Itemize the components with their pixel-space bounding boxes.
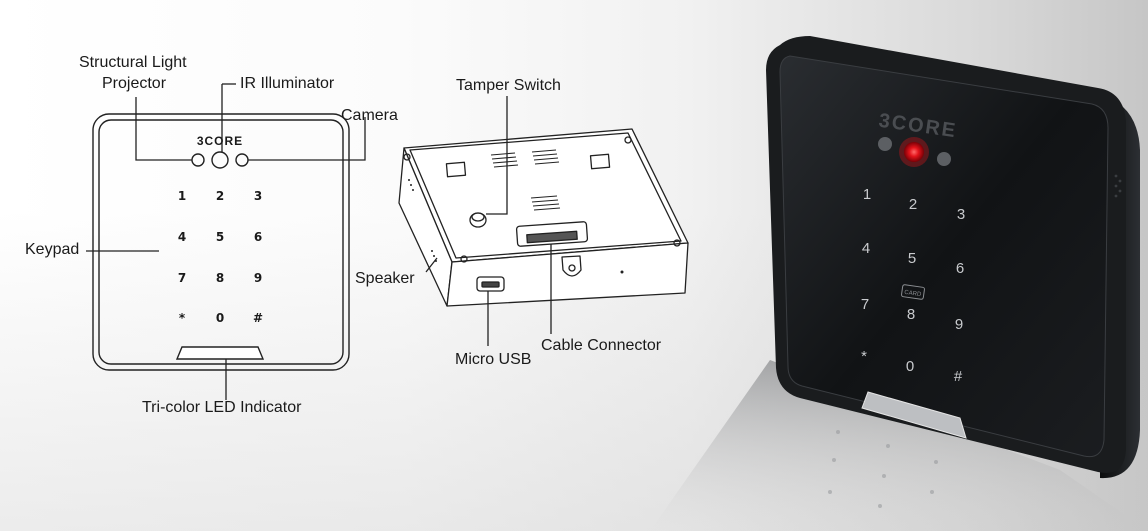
front-key: *	[179, 311, 186, 325]
front-key: 3	[254, 189, 262, 203]
label-cable-connector: Cable Connector	[541, 337, 662, 354]
front-brand-logo: 3CORE	[197, 134, 243, 148]
front-key: 7	[178, 271, 186, 285]
photo-key: 5	[908, 250, 916, 267]
front-key: 0	[216, 311, 224, 325]
photo-key: 0	[906, 358, 914, 375]
photo-key: *	[861, 348, 867, 365]
front-key: #	[253, 311, 263, 325]
label-camera: Camera	[341, 107, 398, 124]
photo-key: 9	[955, 316, 963, 333]
photo-key: 4	[862, 240, 870, 257]
front-key: 1	[178, 189, 186, 203]
photo-key: 6	[956, 260, 964, 277]
back-device-drawing	[398, 128, 689, 307]
front-key: 4	[178, 230, 186, 244]
front-key: 9	[254, 271, 262, 285]
photo-key: 7	[861, 296, 869, 313]
photo-keypad: 1 2 3 4 5 6 7 8 9 * 0 #	[861, 186, 965, 385]
photo-key: 8	[907, 306, 915, 323]
photo-key: #	[954, 368, 963, 385]
front-keypad: 1 2 3 4 5 6 7 8 9 * 0 #	[178, 189, 263, 325]
photo-key: 3	[957, 206, 965, 223]
front-key: 8	[216, 271, 224, 285]
floor-reflection	[650, 360, 1148, 531]
photo-key: 2	[909, 196, 917, 213]
front-callout-lines	[86, 83, 366, 400]
label-projector: Projector	[102, 75, 167, 92]
product-photo	[650, 36, 1148, 531]
front-key: 2	[216, 189, 224, 203]
front-key: 5	[216, 230, 224, 244]
back-callout-lines	[425, 96, 552, 346]
front-key: 6	[254, 230, 262, 244]
label-tri-color-led: Tri-color LED Indicator	[142, 399, 302, 416]
card-icon: CARD	[901, 284, 925, 300]
label-ir-illuminator: IR Illuminator	[240, 75, 335, 92]
label-tamper-switch: Tamper Switch	[456, 77, 561, 94]
label-micro-usb: Micro USB	[455, 351, 532, 368]
label-keypad: Keypad	[25, 241, 80, 258]
label-speaker: Speaker	[355, 270, 415, 287]
photo-key: 1	[863, 186, 871, 203]
card-icon-label: CARD	[904, 290, 922, 298]
label-structural-light: Structural Light	[79, 54, 187, 71]
front-device-drawing	[92, 113, 350, 371]
